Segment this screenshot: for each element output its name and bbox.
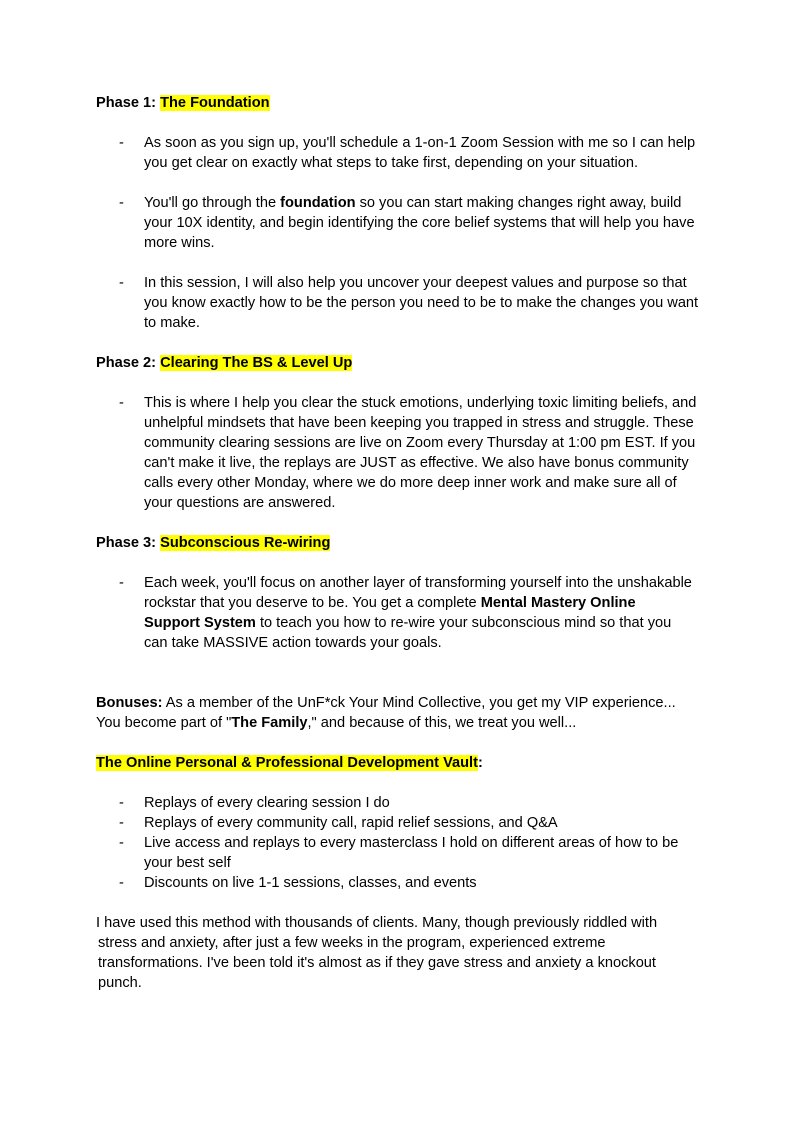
phase2-line1: This is where I help you clear the stuck… bbox=[144, 395, 697, 411]
phase2-line4: can't make it live, the replays are JUST… bbox=[144, 455, 689, 471]
vault-item-continuation: your best self bbox=[144, 855, 231, 871]
bullet-dash: - bbox=[119, 135, 124, 151]
vault-heading: The Online Personal & Professional Devel… bbox=[96, 753, 483, 773]
phase3-line2-bold: Mental Mastery Online bbox=[480, 595, 636, 611]
phase3-line3-bold: Support System bbox=[144, 615, 256, 631]
phase1-bullet1-line2: you get clear on exactly what steps to t… bbox=[144, 155, 639, 171]
bonuses-label: Bonuses: bbox=[96, 695, 163, 711]
phase3-line3-suffix: to teach you how to re-wire your subcons… bbox=[255, 615, 672, 631]
phase3-line2: rockstar that you deserve to be. You get… bbox=[144, 593, 636, 613]
bullet-dash: - bbox=[119, 575, 124, 591]
bullet-dash: - bbox=[119, 815, 124, 831]
bullet-dash: - bbox=[119, 835, 124, 851]
vault-item: Replays of every clearing session I do bbox=[144, 795, 390, 811]
bonuses-line2-suffix: ," and because of this, we treat you wel… bbox=[307, 715, 577, 731]
vault-item: Discounts on live 1-1 sessions, classes,… bbox=[144, 875, 477, 891]
phase2-line3: community clearing sessions are live on … bbox=[144, 435, 696, 451]
phase3-title: Subconscious Re-wiring bbox=[160, 535, 331, 551]
bullet-dash: - bbox=[119, 195, 124, 211]
phase1-bullet1-line1: As soon as you sign up, you'll schedule … bbox=[144, 135, 696, 151]
phase1-bullet2-prefix: You'll go through the bbox=[144, 195, 281, 211]
phase1-bullet3-line1: In this session, I will also help you un… bbox=[144, 275, 687, 291]
phase1-bullet2-line3: more wins. bbox=[144, 235, 215, 251]
phase2-line2: unhelpful mindsets that have been keepin… bbox=[144, 415, 694, 431]
closing-line2: stress and anxiety, after just a few wee… bbox=[98, 935, 606, 951]
phase1-bullet2-bold: foundation bbox=[280, 195, 356, 211]
phase1-heading: Phase 1: The Foundation bbox=[96, 93, 270, 113]
bullet-dash: - bbox=[119, 395, 124, 411]
phase3-heading: Phase 3: Subconscious Re-wiring bbox=[96, 533, 331, 553]
phase3-line3: Support System to teach you how to re-wi… bbox=[144, 613, 671, 633]
phase2-label: Phase 2: bbox=[96, 355, 157, 371]
phase1-bullet3-line3: to make. bbox=[144, 315, 200, 331]
vault-item: Replays of every community call, rapid r… bbox=[144, 815, 558, 831]
phase1-label: Phase 1: bbox=[96, 95, 157, 111]
phase3-line4: can take MASSIVE action towards your goa… bbox=[144, 635, 442, 651]
phase2-line5: calls every other Monday, where we do mo… bbox=[144, 475, 677, 491]
bonuses-line2: You become part of "The Family," and bec… bbox=[96, 713, 576, 733]
closing-line1: I have used this method with thousands o… bbox=[96, 915, 658, 931]
vault-title: The Online Personal & Professional Devel… bbox=[96, 755, 478, 771]
phase2-heading: Phase 2: Clearing The BS & Level Up bbox=[96, 353, 353, 373]
phase1-bullet2-line1: You'll go through the foundation so you … bbox=[144, 193, 681, 213]
phase1-bullet2-suffix: so you can start making changes right aw… bbox=[355, 195, 682, 211]
bonuses-line1: Bonuses: As a member of the UnF*ck Your … bbox=[96, 693, 676, 713]
bullet-dash: - bbox=[119, 795, 124, 811]
vault-colon: : bbox=[477, 755, 483, 771]
phase3-line2-prefix: rockstar that you deserve to be. You get… bbox=[144, 595, 481, 611]
bonuses-line1-text: As a member of the UnF*ck Your Mind Coll… bbox=[162, 695, 676, 711]
phase1-title: The Foundation bbox=[160, 95, 270, 111]
phase2-line6: your questions are answered. bbox=[144, 495, 336, 511]
closing-line3: transformations. I've been told it's alm… bbox=[98, 955, 656, 971]
bonuses-line2-bold: The Family bbox=[231, 715, 308, 731]
bullet-dash: - bbox=[119, 875, 124, 891]
phase3-line1: Each week, you'll focus on another layer… bbox=[144, 575, 692, 591]
closing-line4: punch. bbox=[98, 975, 142, 991]
phase1-bullet3-line2: you know exactly how to be the person yo… bbox=[144, 295, 699, 311]
vault-item: Live access and replays to every masterc… bbox=[144, 835, 679, 851]
phase1-bullet2-line2: your 10X identity, and begin identifying… bbox=[144, 215, 695, 231]
bullet-dash: - bbox=[119, 275, 124, 291]
phase3-label: Phase 3: bbox=[96, 535, 157, 551]
bonuses-line2-prefix: You become part of " bbox=[96, 715, 232, 731]
phase2-title: Clearing The BS & Level Up bbox=[160, 355, 353, 371]
